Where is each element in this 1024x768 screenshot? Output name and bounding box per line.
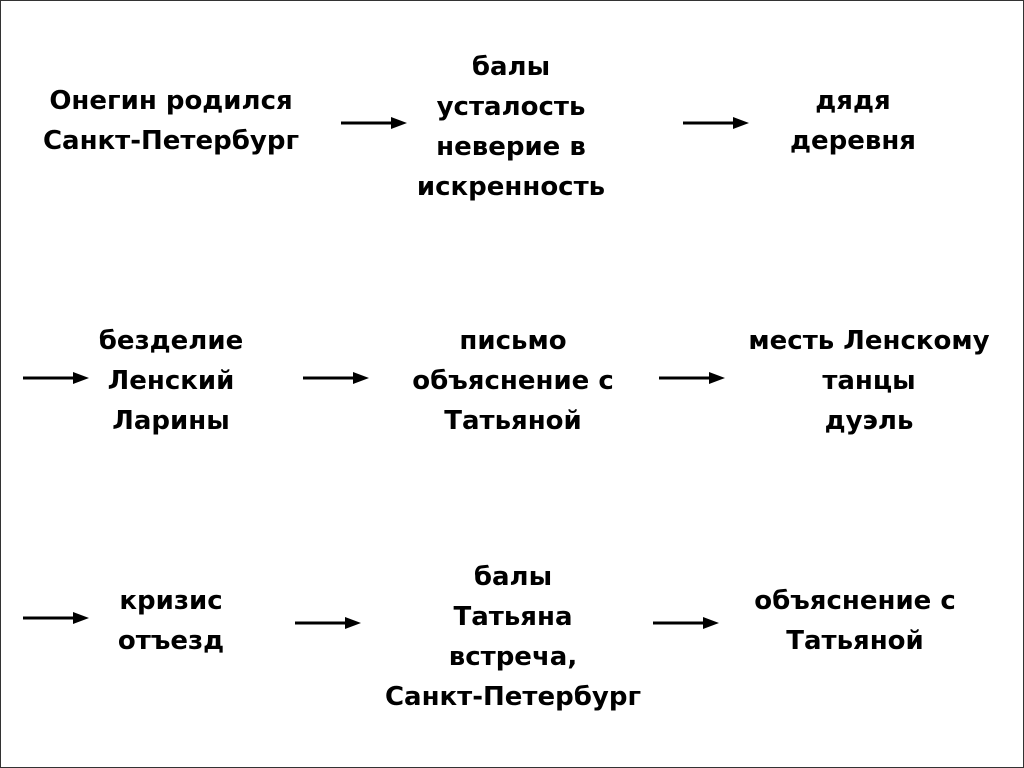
node-line: Ленский	[107, 366, 235, 396]
node-line: письмо	[459, 326, 567, 356]
node-line: объяснение с	[412, 366, 614, 396]
node-uncle-village: дядя деревня	[753, 81, 953, 161]
node-balls-fatigue: балы усталость неверие в искренность	[381, 47, 641, 207]
node-balls-meeting: балы Татьяна встреча, Санкт-Петербург	[363, 557, 663, 717]
node-line: отъезд	[117, 626, 225, 656]
node-revenge-duel: месть Ленскому танцы дуэль	[729, 321, 1009, 441]
arrow-right-icon	[341, 117, 407, 129]
node-line: дуэль	[824, 406, 914, 436]
node-line: Санкт-Петербург	[42, 126, 300, 156]
node-line: Санкт-Петербург	[384, 682, 642, 712]
node-line: танцы	[822, 366, 916, 396]
node-line: Татьяной	[786, 626, 924, 656]
arrow-right-icon	[653, 617, 719, 629]
arrow-right-icon	[295, 617, 361, 629]
node-line: Ларины	[112, 406, 230, 436]
node-line: месть Ленскому	[748, 326, 990, 356]
node-final-explanation: объяснение с Татьяной	[725, 581, 985, 661]
node-line: балы	[473, 562, 553, 592]
node-line: балы	[471, 52, 551, 82]
node-line: искренность	[416, 172, 606, 202]
node-line: усталость	[436, 92, 586, 122]
node-line: неверие в	[436, 132, 586, 162]
node-onegin-born: Онегин родился Санкт-Петербург	[31, 81, 311, 161]
node-line: деревня	[790, 126, 916, 156]
arrow-right-icon	[683, 117, 749, 129]
node-line: безделие	[98, 326, 244, 356]
node-line: Татьяна	[453, 602, 573, 632]
node-letter-explanation: письмо объяснение с Татьяной	[383, 321, 643, 441]
node-crisis-departure: кризис отъезд	[81, 581, 261, 661]
node-line: Онегин родился	[49, 86, 293, 116]
node-line: кризис	[119, 586, 223, 616]
node-line: дядя	[815, 86, 891, 116]
arrow-right-icon	[23, 372, 89, 384]
node-line: объяснение с	[754, 586, 956, 616]
arrow-right-icon	[23, 612, 89, 624]
arrow-right-icon	[659, 372, 725, 384]
arrow-right-icon	[303, 372, 369, 384]
node-idleness-lensky: безделие Ленский Ларины	[71, 321, 271, 441]
node-line: Татьяной	[444, 406, 582, 436]
node-line: встреча,	[448, 642, 578, 672]
